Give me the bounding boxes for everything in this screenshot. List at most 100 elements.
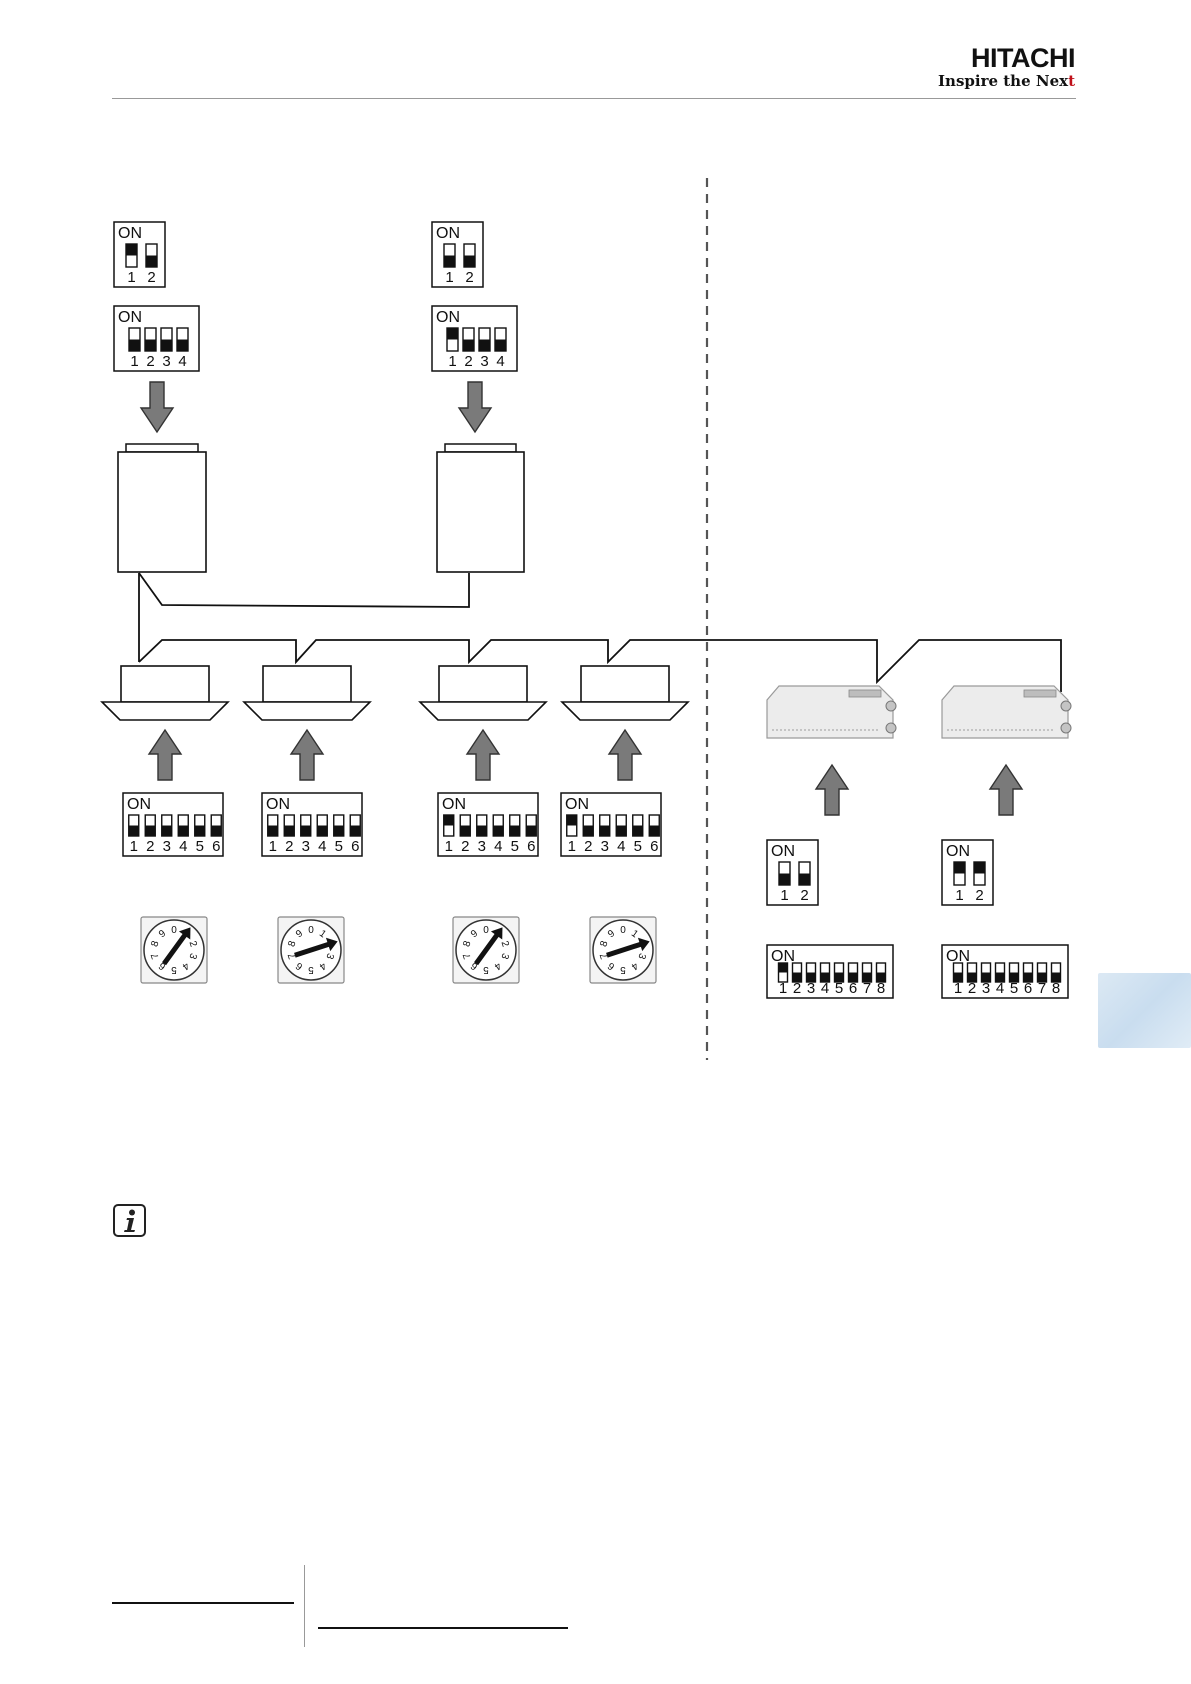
dip-switch-lever [567,815,577,826]
dip-position-label: 8 [1052,980,1060,997]
dip-position-label: 3 [478,838,486,855]
dip-switch-lever [460,826,470,837]
dip-switch-6: 6 [526,815,536,855]
dip-position-label: 4 [821,980,829,997]
dip-switch-lever [493,826,503,837]
rotary-digit: 5 [171,964,177,975]
dip-position-label: 2 [800,887,808,904]
dip-switch-lever [477,826,487,837]
dip-switch-2: 2 [460,815,470,855]
rotary-digit: 5 [308,964,314,975]
dip-position-label: 2 [584,838,592,855]
rotary-digit: 5 [620,964,626,975]
dip-position-label: 1 [448,353,456,370]
indoor-unit-1-body [121,666,209,702]
dip-position-label: 1 [130,838,138,855]
dip-switch-3: 3 [600,815,610,855]
kpi-2-dip-8pin: ON12345678 [942,945,1068,998]
dip-position-label: 3 [162,353,170,370]
dip-switch-lever [444,256,455,268]
dip-switch-5: 5 [510,815,520,855]
indoor-unit-2-body [263,666,351,702]
dip-position-label: 6 [650,838,658,855]
dip-switch-2: 2 [145,328,156,370]
dip-switch-lever [526,826,536,837]
dip-switch-3: 3 [807,963,816,997]
dip-switch-lever [146,256,157,268]
dip-switch-3: 3 [161,328,172,370]
dip-position-label: 2 [146,353,154,370]
dip-switch-lever [954,862,965,874]
dip-switch-lever [479,340,490,352]
dip-switch-4: 4 [178,815,188,855]
dip-switch-4: 4 [821,963,830,997]
dip-switch-6: 6 [350,815,360,855]
dip-position-label: 1 [568,838,576,855]
dip-switch-3: 3 [477,815,487,855]
dip-switch-5: 5 [835,963,844,997]
rotary-digit: 0 [171,925,177,936]
dip-position-label: 5 [335,838,343,855]
dip-position-label: 1 [127,269,135,286]
dip-switch-lever [129,340,140,352]
dip-position-label: 6 [212,838,220,855]
dip-position-label: 1 [445,838,453,855]
indoor-2-arrow [291,730,323,780]
dip-switch-4: 4 [317,815,327,855]
dip-on-label: ON [127,796,151,813]
kpi-unit-gland [886,701,896,711]
dip-switch-1: 1 [444,244,455,286]
dip-position-label: 5 [196,838,204,855]
dip-switch-lever [616,826,626,837]
dip-switch-1: 1 [129,815,139,855]
indoor-2-dip-6pin: ON123456 [262,793,362,856]
dip-position-label: 6 [351,838,359,855]
dip-switch-1: 1 [444,815,454,855]
dip-switch-lever [317,826,327,837]
info-icon [113,1204,146,1237]
kpi-unit-gland [1061,723,1071,733]
footer-rule-left [112,1602,294,1604]
dip-switch-lever [178,826,188,837]
rotary-digit: 0 [620,925,626,936]
dip-position-label: 1 [780,887,788,904]
dip-position-label: 2 [461,838,469,855]
outdoor-1-dip-2pin: ON12 [114,222,165,287]
outdoor-unit-2 [437,452,524,572]
dip-on-label: ON [266,796,290,813]
dip-switch-2: 2 [799,862,810,904]
dip-switch-3: 3 [982,963,991,997]
indoor-4-arrow [609,730,641,780]
dip-switch-lever [464,256,475,268]
dip-switch-6: 6 [649,815,659,855]
dip-switch-lever [162,826,172,837]
indoor-1-dip-6pin: ON123456 [123,793,223,856]
dip-position-label: 1 [269,838,277,855]
dip-switch-lever [495,340,506,352]
dip-position-label: 4 [617,838,625,855]
kpi-unit-label [849,690,881,697]
dip-switch-1: 1 [126,244,137,286]
kpi-unit-1 [767,686,896,738]
dip-switch-lever [463,340,474,352]
dip-switch-6: 6 [211,815,221,855]
dip-position-label: 2 [975,887,983,904]
outdoor-2-dip-4pin: ON1234 [432,306,517,371]
dip-switch-1: 1 [954,963,963,997]
dip-switch-2: 2 [284,815,294,855]
rotary-digit: 0 [483,925,489,936]
dip-switch-lever [633,826,643,837]
dip-position-label: 2 [793,980,801,997]
dip-switch-lever [145,340,156,352]
dip-switch-lever [583,826,593,837]
dip-switch-1: 1 [129,328,140,370]
dip-switch-lever [145,826,155,837]
dip-position-label: 2 [464,353,472,370]
dip-switch-lever [779,963,788,973]
dip-switch-4: 4 [493,815,503,855]
footer-divider [304,1565,305,1647]
dip-switch-5: 5 [1010,963,1019,997]
